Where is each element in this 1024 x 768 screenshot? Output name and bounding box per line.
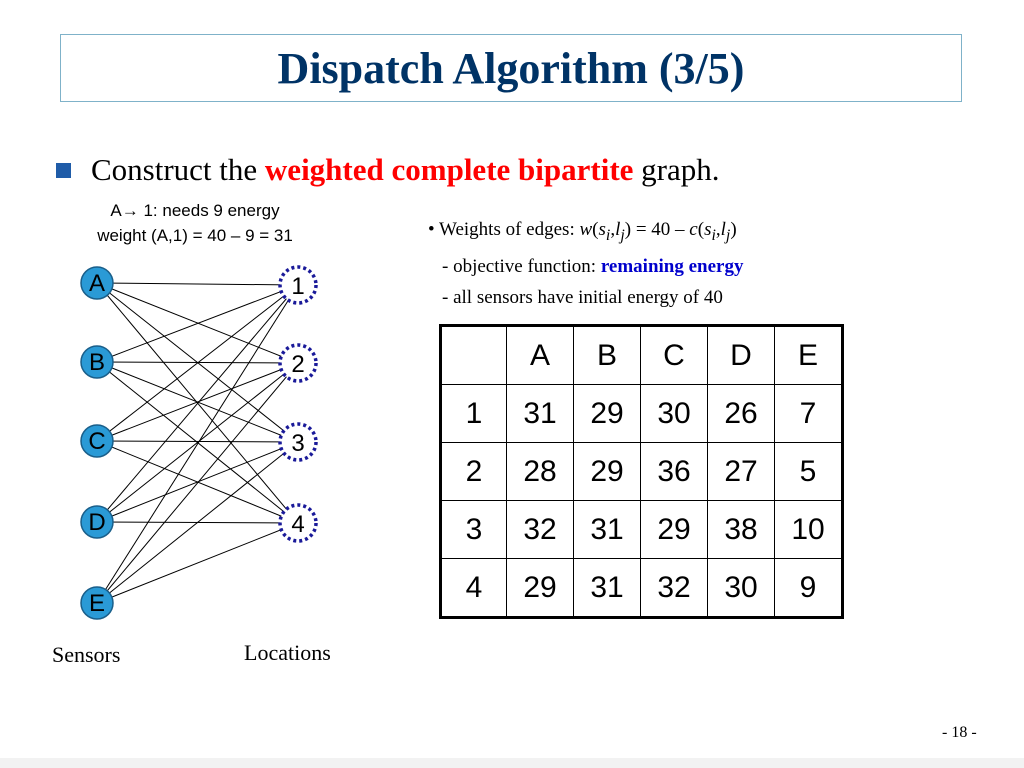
table-cell: C [640,325,708,385]
table-cell: D [707,325,775,385]
weight-example-note: A→ 1: needs 9 energy weight (A,1) = 40 –… [40,198,350,248]
location-node [278,503,318,543]
table-cell: 38 [707,500,775,559]
slide-title: Dispatch Algorithm (3/5) [277,43,745,93]
page-number: - 18 - [942,724,977,741]
sensor-node [80,424,114,458]
table-cell: 28 [506,442,574,501]
objective-prefix: - objective function: [442,255,601,277]
weights-line-3: - all sensors have initial energy of 40 [442,286,723,308]
title-box: Dispatch Algorithm (3/5) [60,34,962,102]
sensor-node [80,266,114,300]
table-cell: 32 [506,500,574,559]
graph-edge [96,362,299,523]
bullet-prefix: Construct the [91,152,265,187]
sensor-label: A [89,270,105,297]
table-cell: 32 [640,558,708,618]
graph-edge [96,522,299,604]
locations-label: Locations [244,640,331,665]
location-label: 3 [291,430,304,457]
table-cell: 31 [573,558,641,618]
sensor-label: C [88,428,105,455]
graph-edge [96,362,299,442]
table-cell: B [573,325,641,385]
table-cell: 31 [573,500,641,559]
graph-edge [96,441,299,604]
location-node [278,343,318,383]
note-line-2: weight (A,1) = 40 – 9 = 31 [97,226,293,245]
table-cell: 1 [440,384,507,443]
note-sensor: A [110,201,122,220]
objective-highlight: remaining energy [600,255,744,277]
graph-edge [96,440,299,443]
weights-line-1: • Weights of edges: w(si,lj) = 40 – c(si… [428,219,737,244]
table-cell: A [506,325,574,385]
sensor-node [80,505,114,539]
graph-edge [96,284,299,363]
sensor-label: E [89,590,105,617]
table-cell [440,325,507,385]
table-cell: 3 [440,500,507,559]
square-bullet-icon [56,162,71,178]
table-cell: 7 [774,384,843,443]
sensor-label: D [88,509,105,536]
table-cell: 36 [640,442,708,501]
footer-band [0,758,1024,768]
table-cell: 26 [707,384,775,443]
table-cell: 29 [640,500,708,559]
bullet-highlight: weighted complete bipartite [264,152,634,187]
weights-description: • Weights of edges: w(si,lj) = 40 – c(si… [428,214,878,313]
graph-edge [96,284,299,442]
graph-edge [96,282,299,286]
table-cell: 31 [506,384,574,443]
location-node [278,422,318,462]
table-cell: 29 [506,558,574,618]
graph-nodes: A B C D E 1 2 3 4 [80,265,318,620]
main-bullet: Construct the weighted complete bipartit… [56,148,720,192]
sensor-label: B [89,349,105,376]
note-line-1: A→ 1: needs 9 energy [40,198,350,223]
table-cell: 10 [774,500,843,559]
location-label: 4 [291,511,304,538]
bullet-suffix: graph. [633,152,720,187]
table-cell: 29 [573,442,641,501]
table-cell: 27 [707,442,775,501]
right-arrow-icon: → [121,201,139,220]
sensor-node [80,345,114,379]
graph-edge [96,362,299,604]
table-cell: 30 [707,558,775,618]
weights-prefix: • Weights of edges: [428,219,580,240]
location-node [278,265,318,305]
table-cell: 30 [640,384,708,443]
sensors-label: Sensors [52,642,121,667]
note-need: 1: needs 9 energy [138,201,280,220]
location-label: 1 [291,273,304,300]
graph-edge [96,284,299,604]
table-cell: E [774,325,843,385]
weights-line-2: - objective function: remaining energy [428,251,878,282]
graph-edges [96,282,299,604]
table-cell: 9 [774,558,843,618]
table-cell: 2 [440,442,507,501]
location-label: 2 [291,351,304,378]
graph-edge [96,441,299,523]
table-cell: 4 [440,558,507,618]
table-cell: 29 [573,384,641,443]
sensor-node [80,586,114,620]
graph-edge [96,284,299,523]
table-cell: 5 [774,442,843,501]
